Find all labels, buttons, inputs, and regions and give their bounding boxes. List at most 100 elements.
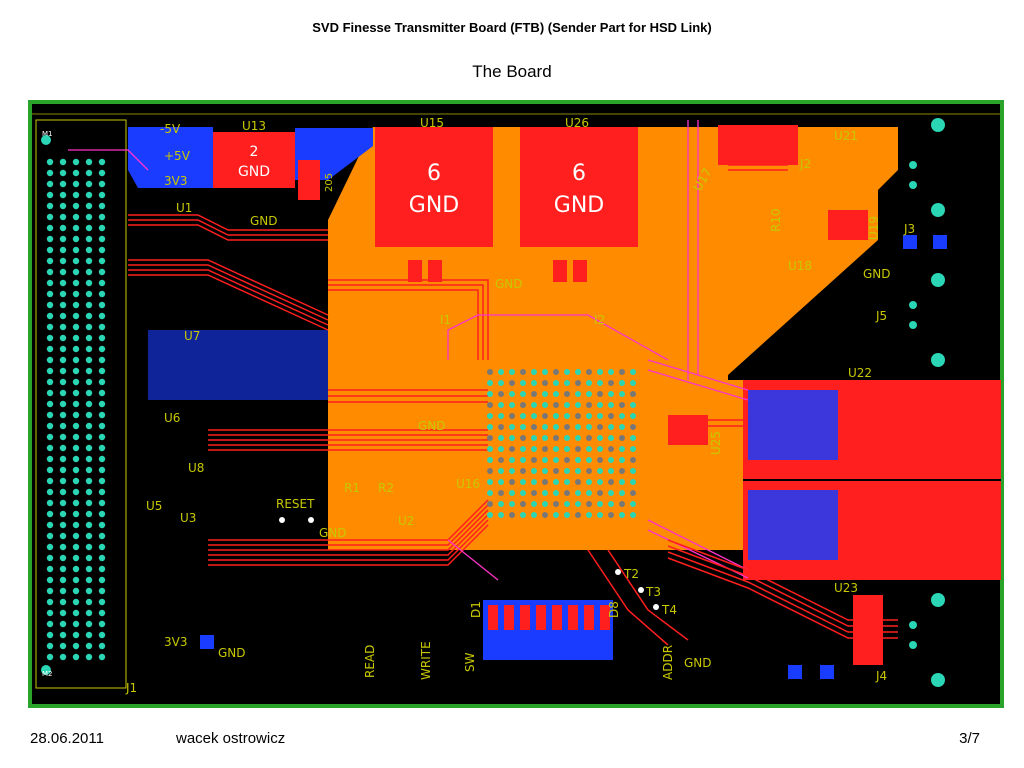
j1-pin xyxy=(98,158,106,166)
j1-pin xyxy=(59,466,67,474)
bga-ball xyxy=(520,402,526,408)
label-t4: T4 xyxy=(661,603,677,617)
bga-ball xyxy=(608,468,614,474)
bga-ball xyxy=(520,501,526,507)
bga-ball xyxy=(575,369,581,375)
bga-ball xyxy=(520,435,526,441)
j1-pin xyxy=(85,334,93,342)
bga-ball xyxy=(630,413,636,419)
j1-pin xyxy=(85,367,93,375)
j1-pin xyxy=(98,356,106,364)
bga-ball xyxy=(553,402,559,408)
label-m2: M2 xyxy=(42,670,53,678)
board-outline xyxy=(28,100,1004,708)
j1-pin xyxy=(59,510,67,518)
j1-pin xyxy=(98,290,106,298)
j1-pin xyxy=(46,576,54,584)
label-r10: R10 xyxy=(769,208,783,232)
bga-ball xyxy=(608,490,614,496)
j1-pin xyxy=(72,290,80,298)
right-connectors xyxy=(909,118,945,687)
label-r1: R1 xyxy=(344,481,360,495)
label-t2: T2 xyxy=(623,567,639,581)
label-d8: D8 xyxy=(607,601,621,618)
j1-pin xyxy=(98,400,106,408)
j1-pin xyxy=(72,180,80,188)
j1-pin xyxy=(59,499,67,507)
j1-pin xyxy=(46,510,54,518)
bga-ball xyxy=(608,391,614,397)
bga-ball xyxy=(487,402,493,408)
j1-pin xyxy=(98,433,106,441)
bga-ball xyxy=(586,402,592,408)
bga-ball xyxy=(575,501,581,507)
bga-ball xyxy=(498,512,504,518)
j1-pin xyxy=(59,312,67,320)
j1-pin xyxy=(98,477,106,485)
j1-pin xyxy=(85,554,93,562)
j1-pin xyxy=(46,367,54,375)
bga-ball xyxy=(509,380,515,386)
bga-ball xyxy=(509,435,515,441)
test-points xyxy=(279,517,659,610)
bga-ball xyxy=(619,391,625,397)
bga-ball xyxy=(586,501,592,507)
footer-author: wacek ostrowicz xyxy=(176,730,286,747)
j1-pin xyxy=(46,598,54,606)
j1-pin xyxy=(46,345,54,353)
bga-ball xyxy=(487,490,493,496)
bga-ball xyxy=(498,369,504,375)
j1-pin xyxy=(72,598,80,606)
j1-pin xyxy=(72,620,80,628)
label-u15: U15 xyxy=(420,116,444,130)
j1-pin xyxy=(72,554,80,562)
bga-ball xyxy=(487,479,493,485)
j1-pin xyxy=(46,609,54,617)
bga-ball xyxy=(487,446,493,452)
footer-date: 28.06.2011 xyxy=(30,730,104,747)
j1-pin xyxy=(59,257,67,265)
pcb-layout: M1 M2 J1 -5V +5V 3V3 3V3 U13 U15 U26 U1 … xyxy=(28,100,1004,708)
bga-ball xyxy=(586,468,592,474)
j1-pin xyxy=(46,411,54,419)
j1-pin xyxy=(72,587,80,595)
j1-pin xyxy=(72,268,80,276)
j1-pin xyxy=(98,312,106,320)
bga-ball xyxy=(619,490,625,496)
bga-ball xyxy=(542,512,548,518)
bga-ball xyxy=(586,435,592,441)
j1-pin xyxy=(85,620,93,628)
j1-pin xyxy=(72,367,80,375)
label-j3: J3 xyxy=(903,222,915,236)
bga-ball xyxy=(564,457,570,463)
bga-ball xyxy=(575,457,581,463)
j1-pin xyxy=(72,213,80,221)
label-u1: U1 xyxy=(176,201,192,215)
label-j5: J5 xyxy=(875,309,887,323)
label-pos5v: +5V xyxy=(164,149,191,163)
j1-pin xyxy=(46,268,54,276)
u15-regulator-pad xyxy=(375,127,493,247)
bga-ball xyxy=(531,501,537,507)
j1-pin xyxy=(59,202,67,210)
bga-ball xyxy=(619,501,625,507)
j1-pin xyxy=(98,224,106,232)
j1-pin xyxy=(59,180,67,188)
j1-pin xyxy=(46,158,54,166)
label-gnd-2: GND xyxy=(495,277,523,291)
bga-ball xyxy=(509,479,515,485)
j1-pin xyxy=(59,477,67,485)
j1-pin xyxy=(85,169,93,177)
j1-pin xyxy=(59,323,67,331)
j1-pin xyxy=(85,587,93,595)
bga-ball xyxy=(586,490,592,496)
bga-ball xyxy=(586,446,592,452)
bga-ball xyxy=(542,490,548,496)
bga-ball xyxy=(619,468,625,474)
j1-pin xyxy=(72,510,80,518)
bga-ball xyxy=(542,501,548,507)
j1-pin xyxy=(85,466,93,474)
j1-pin xyxy=(59,609,67,617)
u15-gnd-label: GND xyxy=(409,193,459,218)
bga-ball xyxy=(619,380,625,386)
